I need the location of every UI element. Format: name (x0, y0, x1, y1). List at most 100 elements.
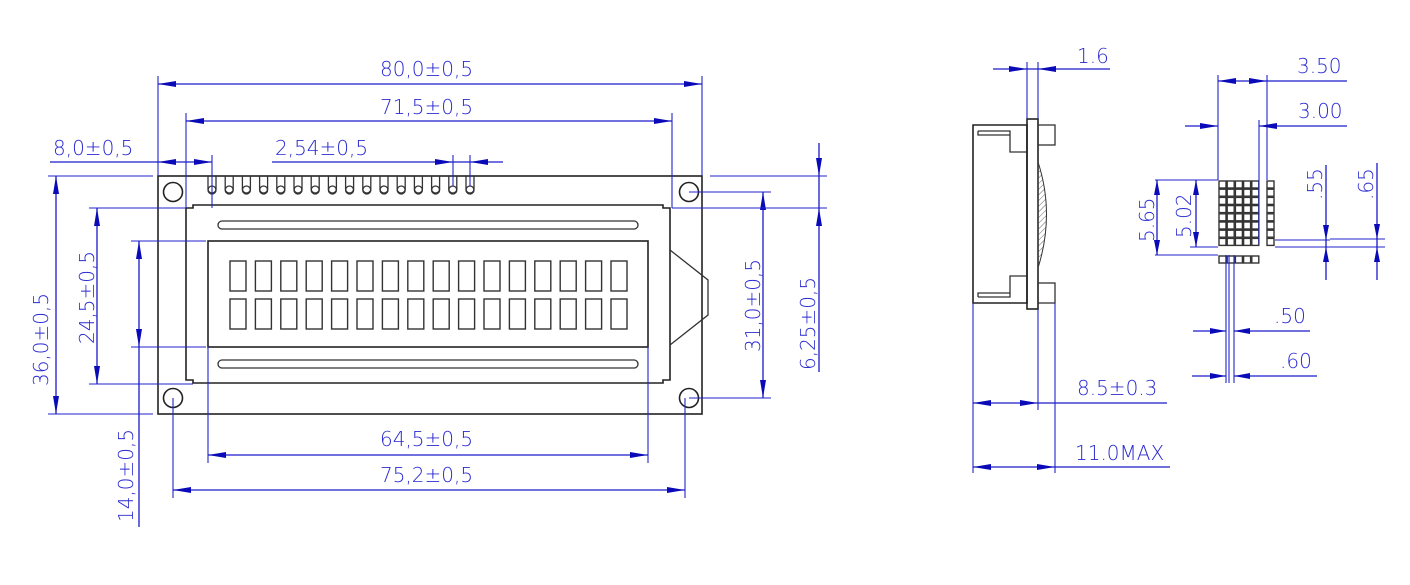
character-cell (508, 260, 527, 292)
character-cell (457, 260, 476, 292)
character-cell (229, 298, 247, 330)
dim-hole-to-bezel: 6,25±0,5 (796, 277, 820, 370)
pin (224, 176, 234, 195)
dim-view-width: 64,5±0,5 (380, 427, 473, 451)
pcb-outline (157, 175, 703, 415)
character-cell (280, 298, 298, 330)
character-cell (432, 298, 450, 330)
character-cell (610, 298, 628, 330)
dot (1251, 196, 1260, 206)
character-cell (559, 298, 577, 330)
bezel-outline (185, 204, 671, 384)
dot (1242, 188, 1252, 197)
pin (379, 176, 389, 195)
top-slot (217, 220, 639, 230)
dot (1251, 180, 1260, 189)
pin-header (207, 176, 475, 195)
dot (1251, 213, 1260, 222)
dim-dot-matrix-width: 3.00 (1298, 99, 1343, 123)
dim-overall-width: 80,0±0,5 (380, 57, 473, 81)
mounting-hole-tl (162, 181, 184, 203)
character-cell (610, 260, 628, 292)
dot (1226, 196, 1235, 206)
dot (1251, 221, 1260, 230)
dim-dot-pitch-v: .65 (1354, 168, 1378, 200)
character-cell (356, 260, 374, 292)
dim-hole-spacing-h: 75,2±0,5 (380, 463, 473, 487)
character-cell (254, 260, 273, 292)
character-cell (330, 298, 349, 330)
dim-view-offset: 14,0±0,5 (114, 429, 138, 522)
dot (1226, 180, 1235, 189)
dot (1234, 255, 1244, 264)
pin (396, 176, 406, 195)
dot (1251, 229, 1260, 238)
dot (1242, 196, 1252, 206)
dot (1266, 188, 1275, 197)
dot (1234, 196, 1244, 206)
dot (1251, 255, 1260, 264)
dot (1226, 221, 1235, 230)
dot (1266, 196, 1275, 206)
pin (413, 176, 424, 195)
character-cell (534, 298, 552, 330)
dot (1226, 204, 1235, 214)
character-cell (534, 260, 552, 292)
front-view: 80,0±0,5 71,5±0,5 8,0±0,5 2,54±0,5 36,0±… (29, 57, 827, 527)
character-cell (330, 260, 349, 292)
dot (1242, 237, 1252, 247)
character-cell (381, 298, 400, 330)
dim-dot-matrix-height: 5.02 (1172, 193, 1196, 238)
dot (1218, 196, 1227, 206)
character-cell (407, 260, 425, 292)
dot (1226, 237, 1235, 247)
dot (1242, 255, 1252, 264)
side-component (1037, 161, 1047, 269)
side-view: 1.6 8.5±0.3 11.0MAX (972, 44, 1170, 473)
dot (1234, 213, 1244, 222)
pin (276, 176, 286, 195)
viewing-area (207, 240, 649, 348)
dot (1234, 188, 1244, 197)
dot-matrix (1218, 180, 1275, 264)
dot (1218, 188, 1227, 197)
dim-pcb-thickness: 1.6 (1077, 44, 1109, 68)
dot (1218, 180, 1227, 189)
dot (1234, 221, 1244, 230)
dot (1242, 204, 1252, 214)
pin (344, 176, 355, 195)
character-cell (381, 260, 400, 292)
pin (430, 176, 441, 195)
character-cell (584, 298, 603, 330)
dot (1266, 213, 1275, 222)
character-cell (280, 260, 298, 292)
dot (1266, 221, 1275, 230)
dot (1218, 237, 1227, 247)
character-cell (508, 298, 527, 330)
dim-dot-width: .50 (1274, 304, 1306, 328)
dim-dot-height: .55 (1303, 168, 1327, 200)
character-cell (432, 260, 450, 292)
bottom-slot (217, 359, 639, 369)
character-cell (305, 298, 323, 330)
pin (293, 176, 303, 195)
character-cell (254, 298, 273, 330)
backlight-tab (669, 249, 709, 346)
character-cell (483, 260, 501, 292)
dim-max-depth: 11.0MAX (1075, 441, 1164, 465)
dot (1218, 213, 1227, 222)
pin (258, 176, 269, 195)
dot (1242, 213, 1252, 222)
pin (327, 176, 338, 195)
dot (1226, 229, 1235, 238)
character-cell (457, 298, 476, 330)
dim-body-depth: 8.5±0.3 (1077, 376, 1157, 400)
character-grid (229, 260, 628, 330)
dot (1234, 229, 1244, 238)
dot (1218, 255, 1227, 264)
dot (1251, 188, 1260, 197)
dot (1226, 213, 1235, 222)
dim-bezel-width: 71,5±0,5 (380, 95, 473, 119)
dot (1218, 229, 1227, 238)
character-cell (356, 298, 374, 330)
